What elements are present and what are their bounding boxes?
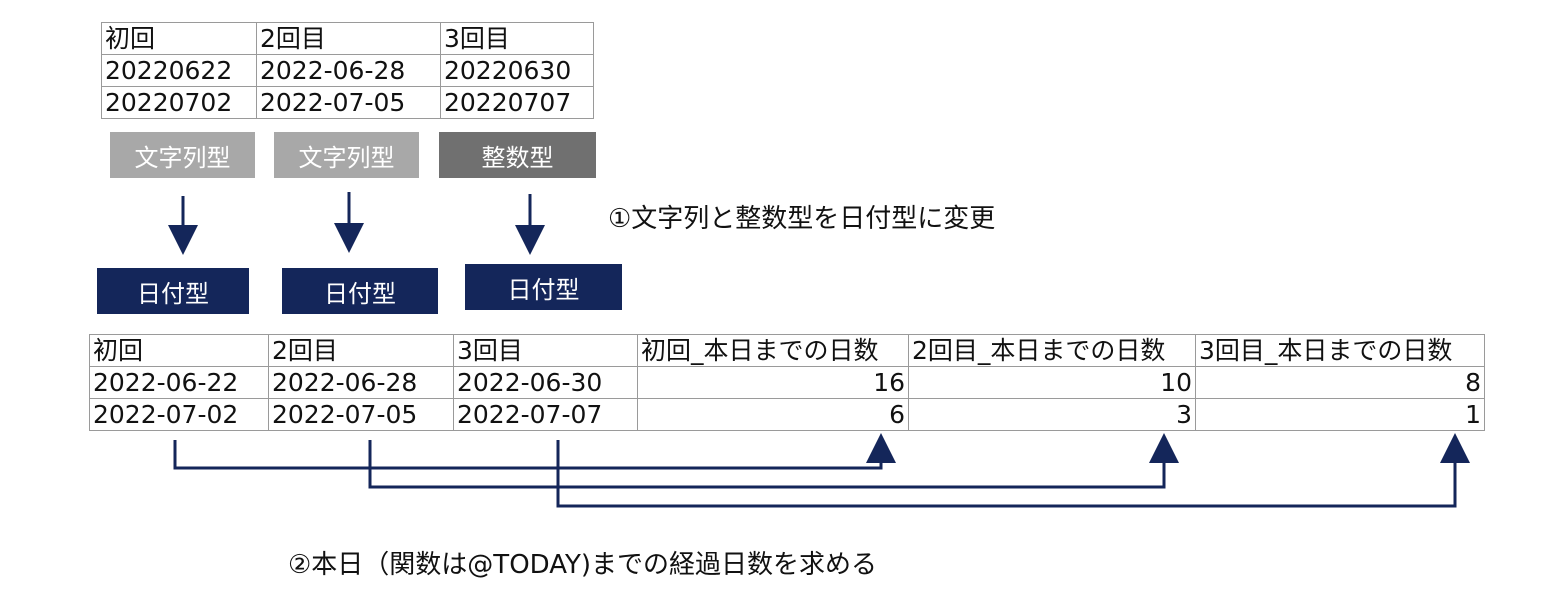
- step1-note: ①文字列と整数型を日付型に変更: [608, 204, 996, 234]
- source-table: 初回 2回目 3回目 20220622 2022-06-28 20220630 …: [101, 22, 594, 119]
- result-days-cell: 10: [908, 366, 1196, 399]
- connector-third-to-days: [556, 433, 1470, 508]
- step2-note: ②本日（関数は@TODAY)までの経過日数を求める: [288, 550, 878, 580]
- result-header-cell: 2回目: [268, 334, 454, 367]
- source-cell: 20220707: [440, 86, 594, 119]
- source-header-cell: 3回目: [440, 22, 594, 55]
- target-type-label-2: 日付型: [282, 268, 438, 314]
- result-days-cell: 1: [1195, 398, 1485, 431]
- source-header-cell: 初回: [101, 22, 257, 55]
- result-cell: 2022-06-22: [89, 366, 269, 399]
- result-days-cell: 6: [637, 398, 909, 431]
- source-row: 20220702 2022-07-05 20220707: [101, 86, 594, 119]
- result-header-cell: 3回目: [453, 334, 638, 367]
- target-type-label-1: 日付型: [97, 268, 249, 314]
- result-cell: 2022-07-05: [268, 398, 454, 431]
- source-type-label-2: 文字列型: [274, 132, 419, 178]
- connector-second-to-days: [368, 433, 1179, 489]
- result-cell: 2022-06-28: [268, 366, 454, 399]
- source-cell: 20220630: [440, 54, 594, 87]
- source-header-cell: 2回目: [256, 22, 441, 55]
- result-cell: 2022-07-02: [89, 398, 269, 431]
- result-days-cell: 3: [908, 398, 1196, 431]
- result-header-row: 初回 2回目 3回目 初回_本日までの日数 2回目_本日までの日数 3回目_本日…: [89, 334, 1485, 367]
- connector-first-to-days: [173, 433, 896, 470]
- source-type-label-3: 整数型: [439, 132, 596, 178]
- source-type-label-1: 文字列型: [110, 132, 255, 178]
- result-header-cell: 2回目_本日までの日数: [908, 334, 1196, 367]
- source-cell: 2022-07-05: [256, 86, 441, 119]
- result-days-cell: 16: [637, 366, 909, 399]
- result-header-cell: 初回_本日までの日数: [637, 334, 909, 367]
- target-type-label-3: 日付型: [465, 264, 622, 310]
- result-header-cell: 3回目_本日までの日数: [1195, 334, 1485, 367]
- source-cell: 20220702: [101, 86, 257, 119]
- result-row: 2022-06-22 2022-06-28 2022-06-30 16 10 8: [89, 366, 1485, 399]
- result-header-cell: 初回: [89, 334, 269, 367]
- result-row: 2022-07-02 2022-07-05 2022-07-07 6 3 1: [89, 398, 1485, 431]
- result-table: 初回 2回目 3回目 初回_本日までの日数 2回目_本日までの日数 3回目_本日…: [89, 334, 1485, 431]
- result-cell: 2022-07-07: [453, 398, 638, 431]
- source-header-row: 初回 2回目 3回目: [101, 22, 594, 55]
